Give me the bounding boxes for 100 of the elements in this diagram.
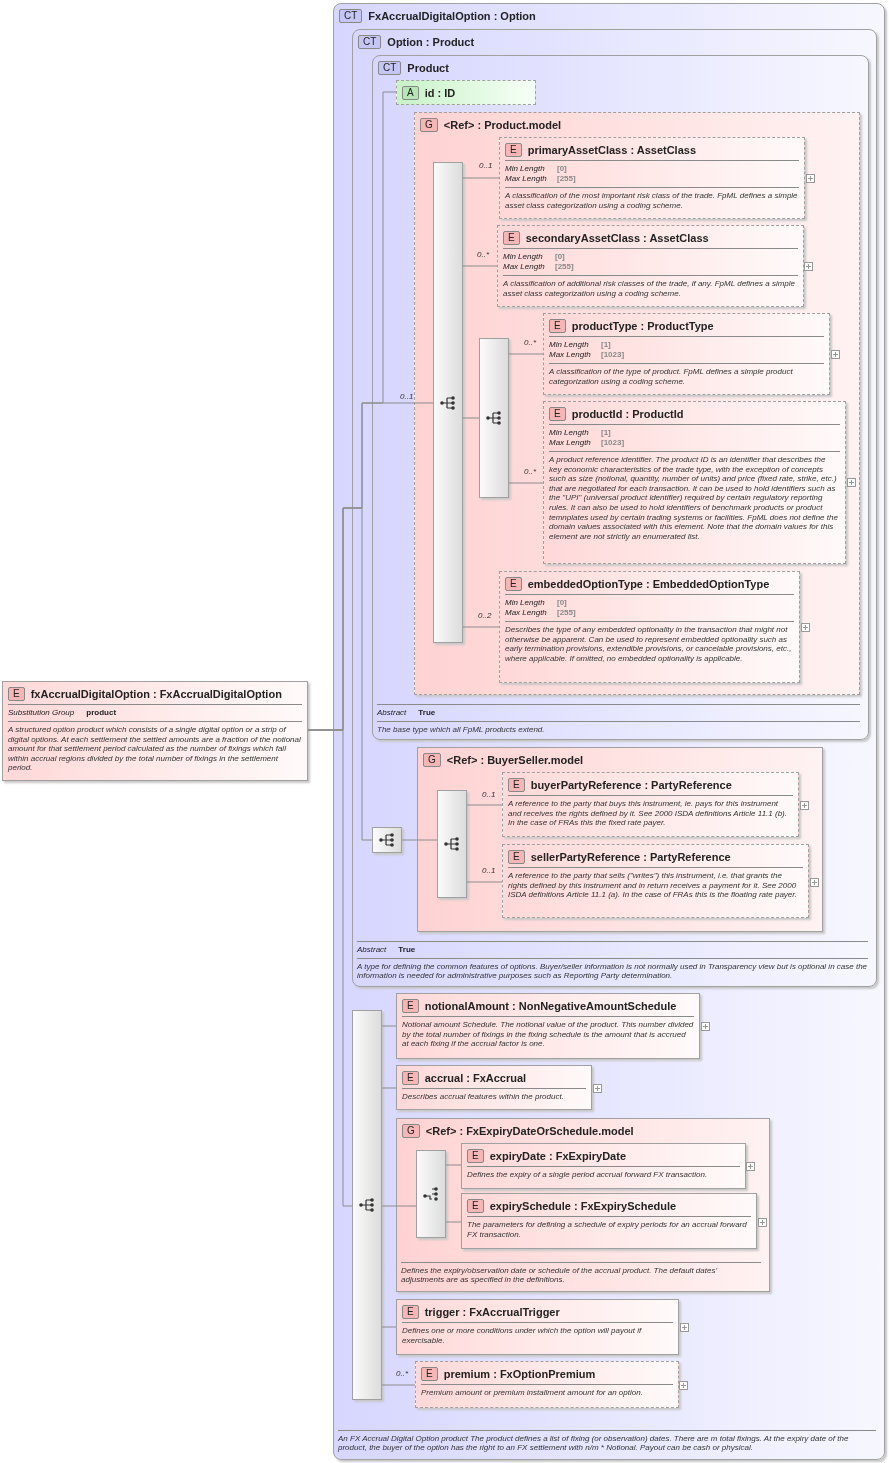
type-tag: E bbox=[421, 1366, 438, 1381]
element-box bbox=[461, 1193, 757, 1249]
property-value: [1] bbox=[601, 428, 612, 438]
edge-label: 0..* bbox=[524, 467, 536, 476]
type-tag: E bbox=[402, 1304, 419, 1319]
compositor-box bbox=[433, 162, 463, 643]
property-label: Min Length bbox=[549, 428, 590, 438]
connector-line bbox=[381, 1087, 397, 1089]
type-tag: E bbox=[402, 1070, 419, 1085]
group-panel bbox=[396, 1118, 770, 1292]
connector-line bbox=[401, 839, 438, 841]
type-tag: G bbox=[402, 1123, 420, 1138]
edge-label: 0..1 bbox=[482, 866, 496, 875]
element-title: expiryDate : FxExpiryDate bbox=[489, 1149, 626, 1162]
edge-label: 0..1 bbox=[479, 161, 493, 170]
description-text: A reference to the party that sells ("writes") this instrument, i.e. that grants the rights defined by this instrument and in return receives a payment for it. See 2000 ISDA definitions Article 11.1 (a). In the case of FRAs this is the floating rate payer. bbox=[508, 871, 798, 900]
element-title: notionalAmount : NonNegativeAmountSchedule bbox=[424, 999, 677, 1012]
element-title: premium : FxOptionPremium bbox=[443, 1367, 596, 1380]
element-box bbox=[396, 1065, 592, 1110]
element-title: secondaryAssetClass : AssetClass bbox=[525, 231, 709, 244]
attribute-box bbox=[396, 80, 536, 105]
description-text: A type for defining the common features of options. Buyer/seller information is not normally used in Transparency view but is optional in case the information is needed for administrative purposes such as Reporting Party determination. bbox=[357, 961, 868, 981]
property-label: Min Length bbox=[549, 340, 590, 350]
element-title: accrual : FxAccrual bbox=[424, 1071, 527, 1084]
element-box bbox=[396, 993, 700, 1059]
property-label: Max Length bbox=[505, 174, 548, 184]
property-label: Min Length bbox=[505, 164, 546, 174]
element-box bbox=[461, 1143, 746, 1189]
property-value: [1] bbox=[601, 340, 612, 350]
property-value: [255] bbox=[557, 608, 577, 618]
property-value: [0] bbox=[555, 252, 566, 262]
description-text: An FX Accrual Digital Option product The product defines a list of fixing (or observation) dates. There are m total fixings. At the expiry date of the product, the buyer of the option has the right to an FX settlement with n/m * Notional. Payout can be cash or physical. bbox=[338, 1433, 850, 1453]
description-text: A classification of the type of product. FpML defines a simple product categorization using a coding scheme. bbox=[549, 367, 794, 387]
description-text: A classification of the most important risk class of the trade. FpML defines a simple asset class categorization using a coding scheme. bbox=[505, 191, 799, 211]
property-label: Min Length bbox=[505, 598, 546, 608]
type-tag: E bbox=[503, 230, 520, 245]
edge-label: 0..* bbox=[396, 1369, 408, 1378]
description-text: Notional amount Schedule. The notional value of the product. This number divided by the total number of fixings in the fixing schedule is the amount that is accrued at each fixing if the accrual factor is one. bbox=[402, 1020, 694, 1049]
element-box bbox=[502, 772, 799, 837]
connector-line bbox=[462, 417, 480, 419]
element-box bbox=[396, 1299, 679, 1355]
group-panel bbox=[417, 747, 823, 932]
element-title: embeddedOptionType : EmbeddedOptionType bbox=[527, 577, 770, 590]
description-text: A structured option product which consists of a single digital option or a strip of digital options. At each settlement the settled amounts are a fraction of the notional amount for that settlement period calculated as the number of fixings which fall within accrual regions divided by the total number of fixings in the settlement period. bbox=[8, 725, 302, 773]
description-text: A classification of additional risk classes of the trade, if any. FpML defines a simple asset class categorization using a coding scheme. bbox=[503, 279, 796, 299]
property-value: [1023] bbox=[601, 350, 626, 360]
type-tag: E bbox=[505, 576, 522, 591]
connector-line bbox=[462, 265, 498, 267]
property-value: True bbox=[398, 944, 416, 955]
connector-line bbox=[381, 1205, 417, 1207]
connector-line bbox=[462, 626, 500, 628]
complex-type-panel bbox=[352, 29, 877, 987]
type-tag: A bbox=[402, 85, 419, 100]
element-title: FxAccrualDigitalOption : Option bbox=[368, 9, 536, 22]
element-title: <Ref> : BuyerSeller.model bbox=[446, 753, 584, 766]
description-text: The parameters for defining a schedule of expiry periods for an accrual forward FX transaction. bbox=[467, 1220, 748, 1240]
property-label: Max Length bbox=[549, 438, 592, 448]
description-text: Defines one or more conditions under which the option will payout if exercisable. bbox=[402, 1326, 643, 1346]
type-tag: G bbox=[420, 117, 438, 132]
element-title: productId : ProductId bbox=[571, 407, 684, 420]
complex-type-panel bbox=[333, 3, 885, 1460]
type-tag: E bbox=[549, 406, 566, 421]
property-value: True bbox=[418, 708, 436, 719]
property-value: [255] bbox=[557, 174, 577, 184]
property-label: Abstract bbox=[357, 944, 387, 955]
connector-line bbox=[462, 177, 500, 179]
description-text: Defines the expiry of a single period accrual forward FX transaction. bbox=[467, 1170, 709, 1180]
description-text: The base type which all FpML products extend. bbox=[377, 725, 546, 735]
type-tag: E bbox=[402, 998, 419, 1013]
type-tag: E bbox=[508, 849, 525, 864]
connector-line bbox=[445, 1164, 462, 1166]
edge-label: 0..2 bbox=[478, 611, 492, 620]
element-box bbox=[502, 844, 809, 918]
property-label: Min Length bbox=[503, 252, 544, 262]
edge-label: 0..* bbox=[477, 250, 489, 259]
compositor-box bbox=[479, 338, 509, 498]
connector-line bbox=[466, 804, 503, 806]
type-tag: E bbox=[508, 777, 525, 792]
type-tag: E bbox=[549, 318, 566, 333]
element-box bbox=[499, 137, 805, 219]
compositor-box bbox=[437, 790, 467, 898]
element-title: Option : Product bbox=[387, 35, 475, 48]
description-text: Describes accrual features within the product. bbox=[402, 1092, 565, 1102]
edge-label: 0..1 bbox=[482, 790, 496, 799]
element-title: buyerPartyReference : PartyReference bbox=[530, 778, 732, 791]
description-text: Premium amount or premium installment amount for an option. bbox=[421, 1388, 644, 1398]
connector-line bbox=[307, 729, 353, 1207]
element-box bbox=[499, 571, 800, 683]
property-value: [1023] bbox=[601, 438, 626, 448]
element-title: <Ref> : FxExpiryDateOrSchedule.model bbox=[425, 1124, 634, 1137]
type-tag: E bbox=[8, 686, 25, 701]
element-title: expirySchedule : FxExpirySchedule bbox=[489, 1199, 677, 1212]
element-title: <Ref> : Product.model bbox=[443, 118, 562, 131]
type-tag: E bbox=[467, 1148, 484, 1163]
property-value: [255] bbox=[555, 262, 575, 272]
property-value: [0] bbox=[557, 598, 568, 608]
description-text: Defines the expiry/observation date or schedule of the accrual product. The default dates' adjustments are as specified in the definitions. bbox=[401, 1265, 718, 1285]
element-title: trigger : FxAccrualTrigger bbox=[424, 1305, 560, 1318]
compositor-box bbox=[352, 1010, 382, 1400]
property-label: Max Length bbox=[503, 262, 546, 272]
